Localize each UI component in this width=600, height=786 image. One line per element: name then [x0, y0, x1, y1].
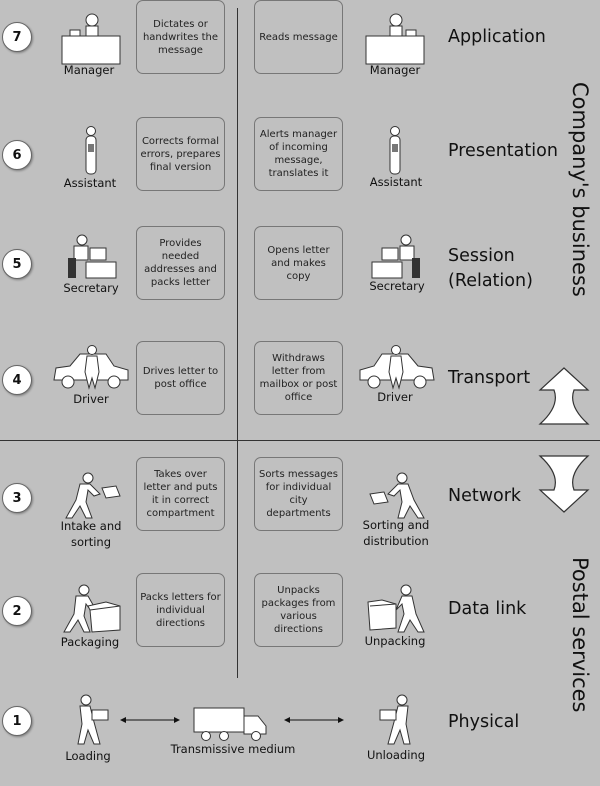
- layer-5-left-box: Provides needed addresses and packs lett…: [136, 226, 225, 300]
- layer-3-number: 3: [2, 483, 32, 513]
- layer-6-right-box: Alerts manager of incoming message, tran…: [254, 117, 343, 191]
- layer-4-right-box: Withdraws letter from mailbox or post of…: [254, 341, 343, 415]
- box-icon: [63, 584, 121, 633]
- truck-icon: [193, 707, 267, 741]
- desk-phone-icon: [61, 13, 121, 65]
- layer-1-number: 1: [2, 706, 32, 736]
- side-label-company-business: Company's business: [568, 82, 592, 297]
- side-label-postal-services: Postal services: [568, 557, 592, 713]
- layer-7-right-box: Reads message: [254, 0, 343, 74]
- layer-3-left-box: Takes over letter and puts it in correct…: [136, 457, 225, 531]
- vertical-divider: [237, 8, 238, 678]
- layer-2-name: Data link: [448, 599, 527, 619]
- desk-phone-icon: [365, 13, 425, 65]
- layer-6-number: 6: [2, 140, 32, 170]
- layer-1-name: Physical: [448, 712, 520, 732]
- layer-3-right-box: Sorts messages for individual city depar…: [254, 457, 343, 531]
- layer-4-left-label: Driver: [73, 392, 109, 406]
- person-with-box-icon: [65, 472, 121, 519]
- layer-7-name: Application: [448, 27, 546, 47]
- layer-5-right-box: Opens letter and makes copy: [254, 226, 343, 300]
- up-arrow-icon: [538, 367, 590, 425]
- layer-3-right-label-line2: distribution: [363, 534, 429, 548]
- layer-5-number: 5: [2, 249, 32, 279]
- computer-desk-icon: [68, 234, 117, 279]
- layer-6-right-label: Assistant: [369, 175, 423, 189]
- layer-4-number: 4: [2, 365, 32, 395]
- layer-4-name: Transport: [448, 368, 531, 388]
- layer-4-right-label: Driver: [377, 390, 413, 404]
- layer-7-number: 7: [2, 22, 32, 52]
- layer-3-right-label-line1: Sorting and: [362, 518, 430, 532]
- layer-3-left-label-line1: Intake and: [60, 519, 122, 533]
- layer-7-left-label: Manager: [63, 63, 115, 77]
- layer-7-right-label: Manager: [369, 63, 421, 77]
- layer-7-left-box: Dictates or handwrites the message: [136, 0, 225, 74]
- standing-person-icon: [85, 126, 97, 175]
- layer-1-center-label: Transmissive medium: [170, 742, 296, 756]
- layer-2-left-label: Packaging: [60, 635, 120, 649]
- layer-2-right-box: Unpacks packages from various directions: [254, 573, 343, 647]
- double-arrow-icon: [120, 717, 180, 723]
- layer-5-name-line2: (Relation): [448, 271, 533, 291]
- layer-5-left-label: Secretary: [63, 281, 119, 295]
- computer-desk-icon: [371, 234, 420, 279]
- layer-6-left-label: Assistant: [63, 176, 117, 190]
- box-icon: [367, 584, 425, 633]
- standing-person-icon: [389, 126, 401, 175]
- layer-1-right-label: Unloading: [366, 748, 426, 762]
- layer-5-name-line1: Session: [448, 246, 515, 266]
- person-with-box-icon: [379, 694, 411, 745]
- down-arrow-icon: [538, 455, 590, 513]
- layer-3-name: Network: [448, 486, 522, 506]
- person-with-box-icon: [369, 472, 425, 519]
- layer-2-number: 2: [2, 596, 32, 626]
- car-icon: [53, 345, 129, 390]
- layer-2-right-label: Unpacking: [364, 634, 426, 648]
- layer-3-left-label-line2: sorting: [70, 535, 112, 549]
- horizontal-divider: [0, 440, 600, 441]
- layer-2-left-box: Packs letters for individual directions: [136, 573, 225, 647]
- car-icon: [359, 345, 435, 390]
- person-with-box-icon: [77, 694, 109, 745]
- layer-5-right-label: Secretary: [369, 279, 425, 293]
- layer-6-name: Presentation: [448, 141, 558, 161]
- layer-1-left-label: Loading: [65, 749, 111, 763]
- layer-6-left-box: Corrects formal errors, prepares final v…: [136, 117, 225, 191]
- double-arrow-icon: [284, 717, 344, 723]
- layer-4-left-box: Drives letter to post office: [136, 341, 225, 415]
